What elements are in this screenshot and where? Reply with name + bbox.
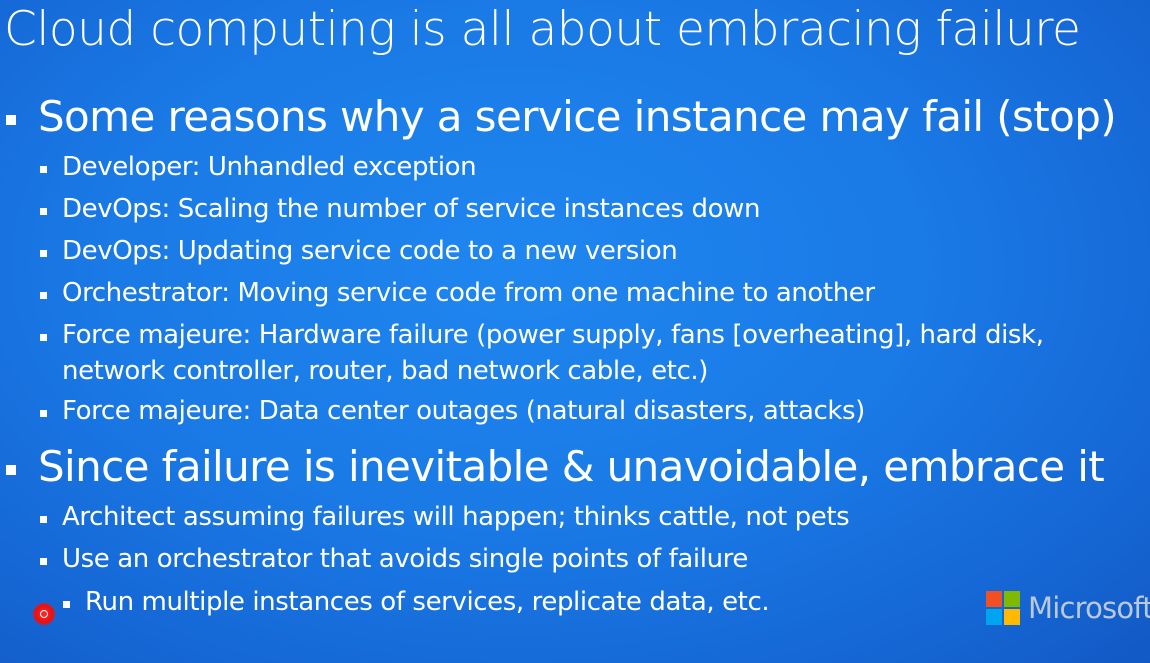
bullet-text: Some reasons why a service instance may … [38,92,1117,141]
microsoft-windows-icon [986,591,1020,625]
slide-title: Cloud computing is all about embracing f… [4,2,1081,57]
logo-tile-green [1004,591,1020,607]
bullet-square-icon [40,250,47,257]
bullet-text: Architect assuming failures will happen;… [62,502,850,532]
bullet-text: DevOps: Updating service code to a new v… [62,236,678,266]
bullet-text: Run multiple instances of services, repl… [85,587,770,617]
bullet-text: Use an orchestrator that avoids single p… [62,544,748,574]
bullet-square-icon [40,516,47,523]
microsoft-wordmark: Microsoft [1028,591,1150,625]
bullet-square-icon [6,115,16,125]
microsoft-logo: Microsoft [986,591,1150,625]
logo-tile-blue [986,609,1002,625]
bullet-text: network controller, router, bad network … [62,356,708,386]
logo-tile-yellow [1004,609,1020,625]
bullet-text: Developer: Unhandled exception [62,152,477,182]
bullet-text: Force majeure: Hardware failure (power s… [62,320,1044,350]
laser-pointer-icon [33,603,55,625]
bullet-text: Since failure is inevitable & unavoidabl… [38,442,1105,491]
bullet-text: Orchestrator: Moving service code from o… [62,278,875,308]
bullet-square-icon [63,601,70,608]
logo-tile-red [986,591,1002,607]
bullet-square-icon [40,558,47,565]
bullet-square-icon [40,166,47,173]
bullet-text: DevOps: Scaling the number of service in… [62,194,761,224]
bullet-square-icon [40,208,47,215]
bullet-square-icon [6,465,16,475]
bullet-square-icon [40,410,47,417]
bullet-square-icon [40,334,47,341]
bullet-text: Force majeure: Data center outages (natu… [62,396,865,426]
bullet-square-icon [40,292,47,299]
